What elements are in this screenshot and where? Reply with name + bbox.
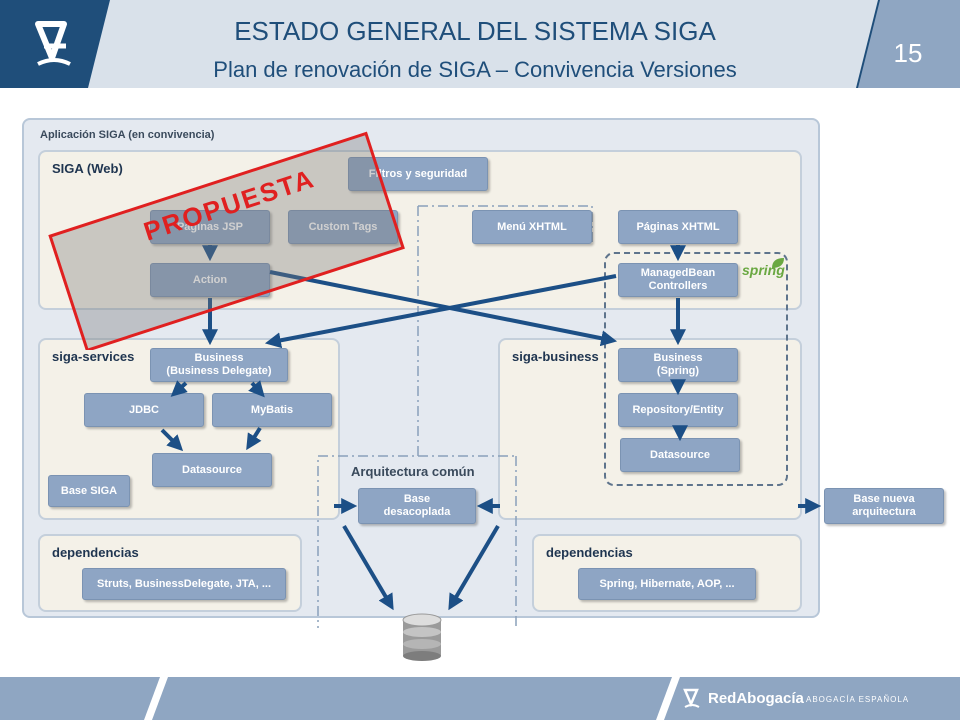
business-spring-line1: Business (653, 352, 703, 364)
business-spring-box: Business (Spring) (618, 348, 738, 382)
deps-left-label: dependencias (52, 545, 139, 560)
custom-tags-box: Custom Tags (288, 210, 398, 244)
propuesta-overlay (48, 131, 405, 350)
paginas-jsp-box: Páginas JSP (150, 210, 270, 244)
managed-bean-line1: ManagedBean (640, 267, 716, 279)
page-subtitle: Plan de renovación de SIGA – Convivencia… (213, 57, 737, 82)
menu-xhtml-box: Menú XHTML (472, 210, 592, 244)
base-siga-label: Base SIGA (60, 484, 118, 497)
datasource-right-box: Datasource (620, 438, 740, 472)
mybatis-box: MyBatis (212, 393, 332, 427)
paginas-xhtml-label: Páginas XHTML (636, 220, 720, 233)
managed-bean-line2: Controllers (648, 280, 708, 292)
action-label: Action (193, 274, 227, 287)
managed-bean-box: ManagedBean Controllers (618, 263, 738, 297)
header-title-band (88, 0, 878, 88)
business-spring-line2: (Spring) (656, 365, 700, 377)
datasource-left-label: Datasource (182, 463, 242, 476)
footer-brand: RedAbogacía (708, 690, 804, 707)
base-siga-box: Base SIGA (48, 475, 130, 507)
base-nueva-line1: Base nueva (853, 493, 915, 505)
siga-services-label: siga-services (52, 349, 135, 364)
jdbc-label: JDBC (129, 403, 159, 416)
deps-right-box: Spring, Hibernate, AOP, ... (578, 568, 756, 600)
footer-right-band (664, 677, 960, 720)
deps-right-text: Spring, Hibernate, AOP, ... (599, 577, 735, 590)
repository-entity-box: Repository/Entity (618, 393, 738, 427)
datasource-right-label: Datasource (650, 448, 710, 461)
siga-business-label: siga-business (512, 349, 599, 364)
base-nueva-arquitectura-box: Base nueva arquitectura (824, 488, 944, 524)
jdbc-box: JDBC (84, 393, 204, 427)
menu-xhtml-label: Menú XHTML (497, 220, 567, 233)
paginas-xhtml-box: Páginas XHTML (618, 210, 738, 244)
database-icon (402, 613, 442, 661)
footer-mid-band (152, 677, 672, 720)
outer-panel-label: Aplicación SIGA (en convivencia) (40, 129, 215, 141)
business-delegate-line2: (Business Delegate) (166, 365, 272, 377)
business-delegate-line1: Business (194, 352, 244, 364)
footer-logo-icon (683, 688, 700, 708)
page-number: 15 (893, 38, 923, 68)
paginas-jsp-label: Páginas JSP (177, 221, 243, 234)
arch-label: Arquitectura común (351, 464, 475, 479)
base-desacoplada-box: Base desacoplada (358, 488, 476, 524)
footer-brand-sub: ABOGACÍA ESPAÑOLA (806, 695, 910, 704)
footer-left-band (0, 677, 160, 720)
filtros-seguridad-label: Filtros y seguridad (368, 167, 468, 180)
action-box: Action (150, 263, 270, 297)
siga-web-label: SIGA (Web) (52, 161, 123, 176)
deps-left-box: Struts, BusinessDelegate, JTA, ... (82, 568, 286, 600)
datasource-left-box: Datasource (152, 453, 272, 487)
spring-container (604, 252, 788, 486)
base-desacoplada-line2: desacoplada (383, 506, 451, 518)
deps-right-label: dependencias (546, 545, 633, 560)
base-nueva-line2: arquitectura (852, 506, 916, 518)
logo-area (0, 0, 110, 88)
page-title: ESTADO GENERAL DEL SISTEMA SIGA (234, 16, 716, 46)
custom-tags-label: Custom Tags (309, 221, 378, 234)
business-delegate-box: Business (Business Delegate) (150, 348, 288, 382)
repository-entity-label: Repository/Entity (632, 403, 724, 416)
spring-leaf-icon (772, 258, 784, 268)
abogacia-logo-icon (35, 21, 71, 66)
base-desacoplada-line1: Base (403, 493, 431, 505)
mybatis-label: MyBatis (250, 403, 294, 416)
filtros-seguridad-box: Filtros y seguridad (348, 157, 488, 191)
deps-left-text: Struts, BusinessDelegate, JTA, ... (96, 577, 271, 590)
